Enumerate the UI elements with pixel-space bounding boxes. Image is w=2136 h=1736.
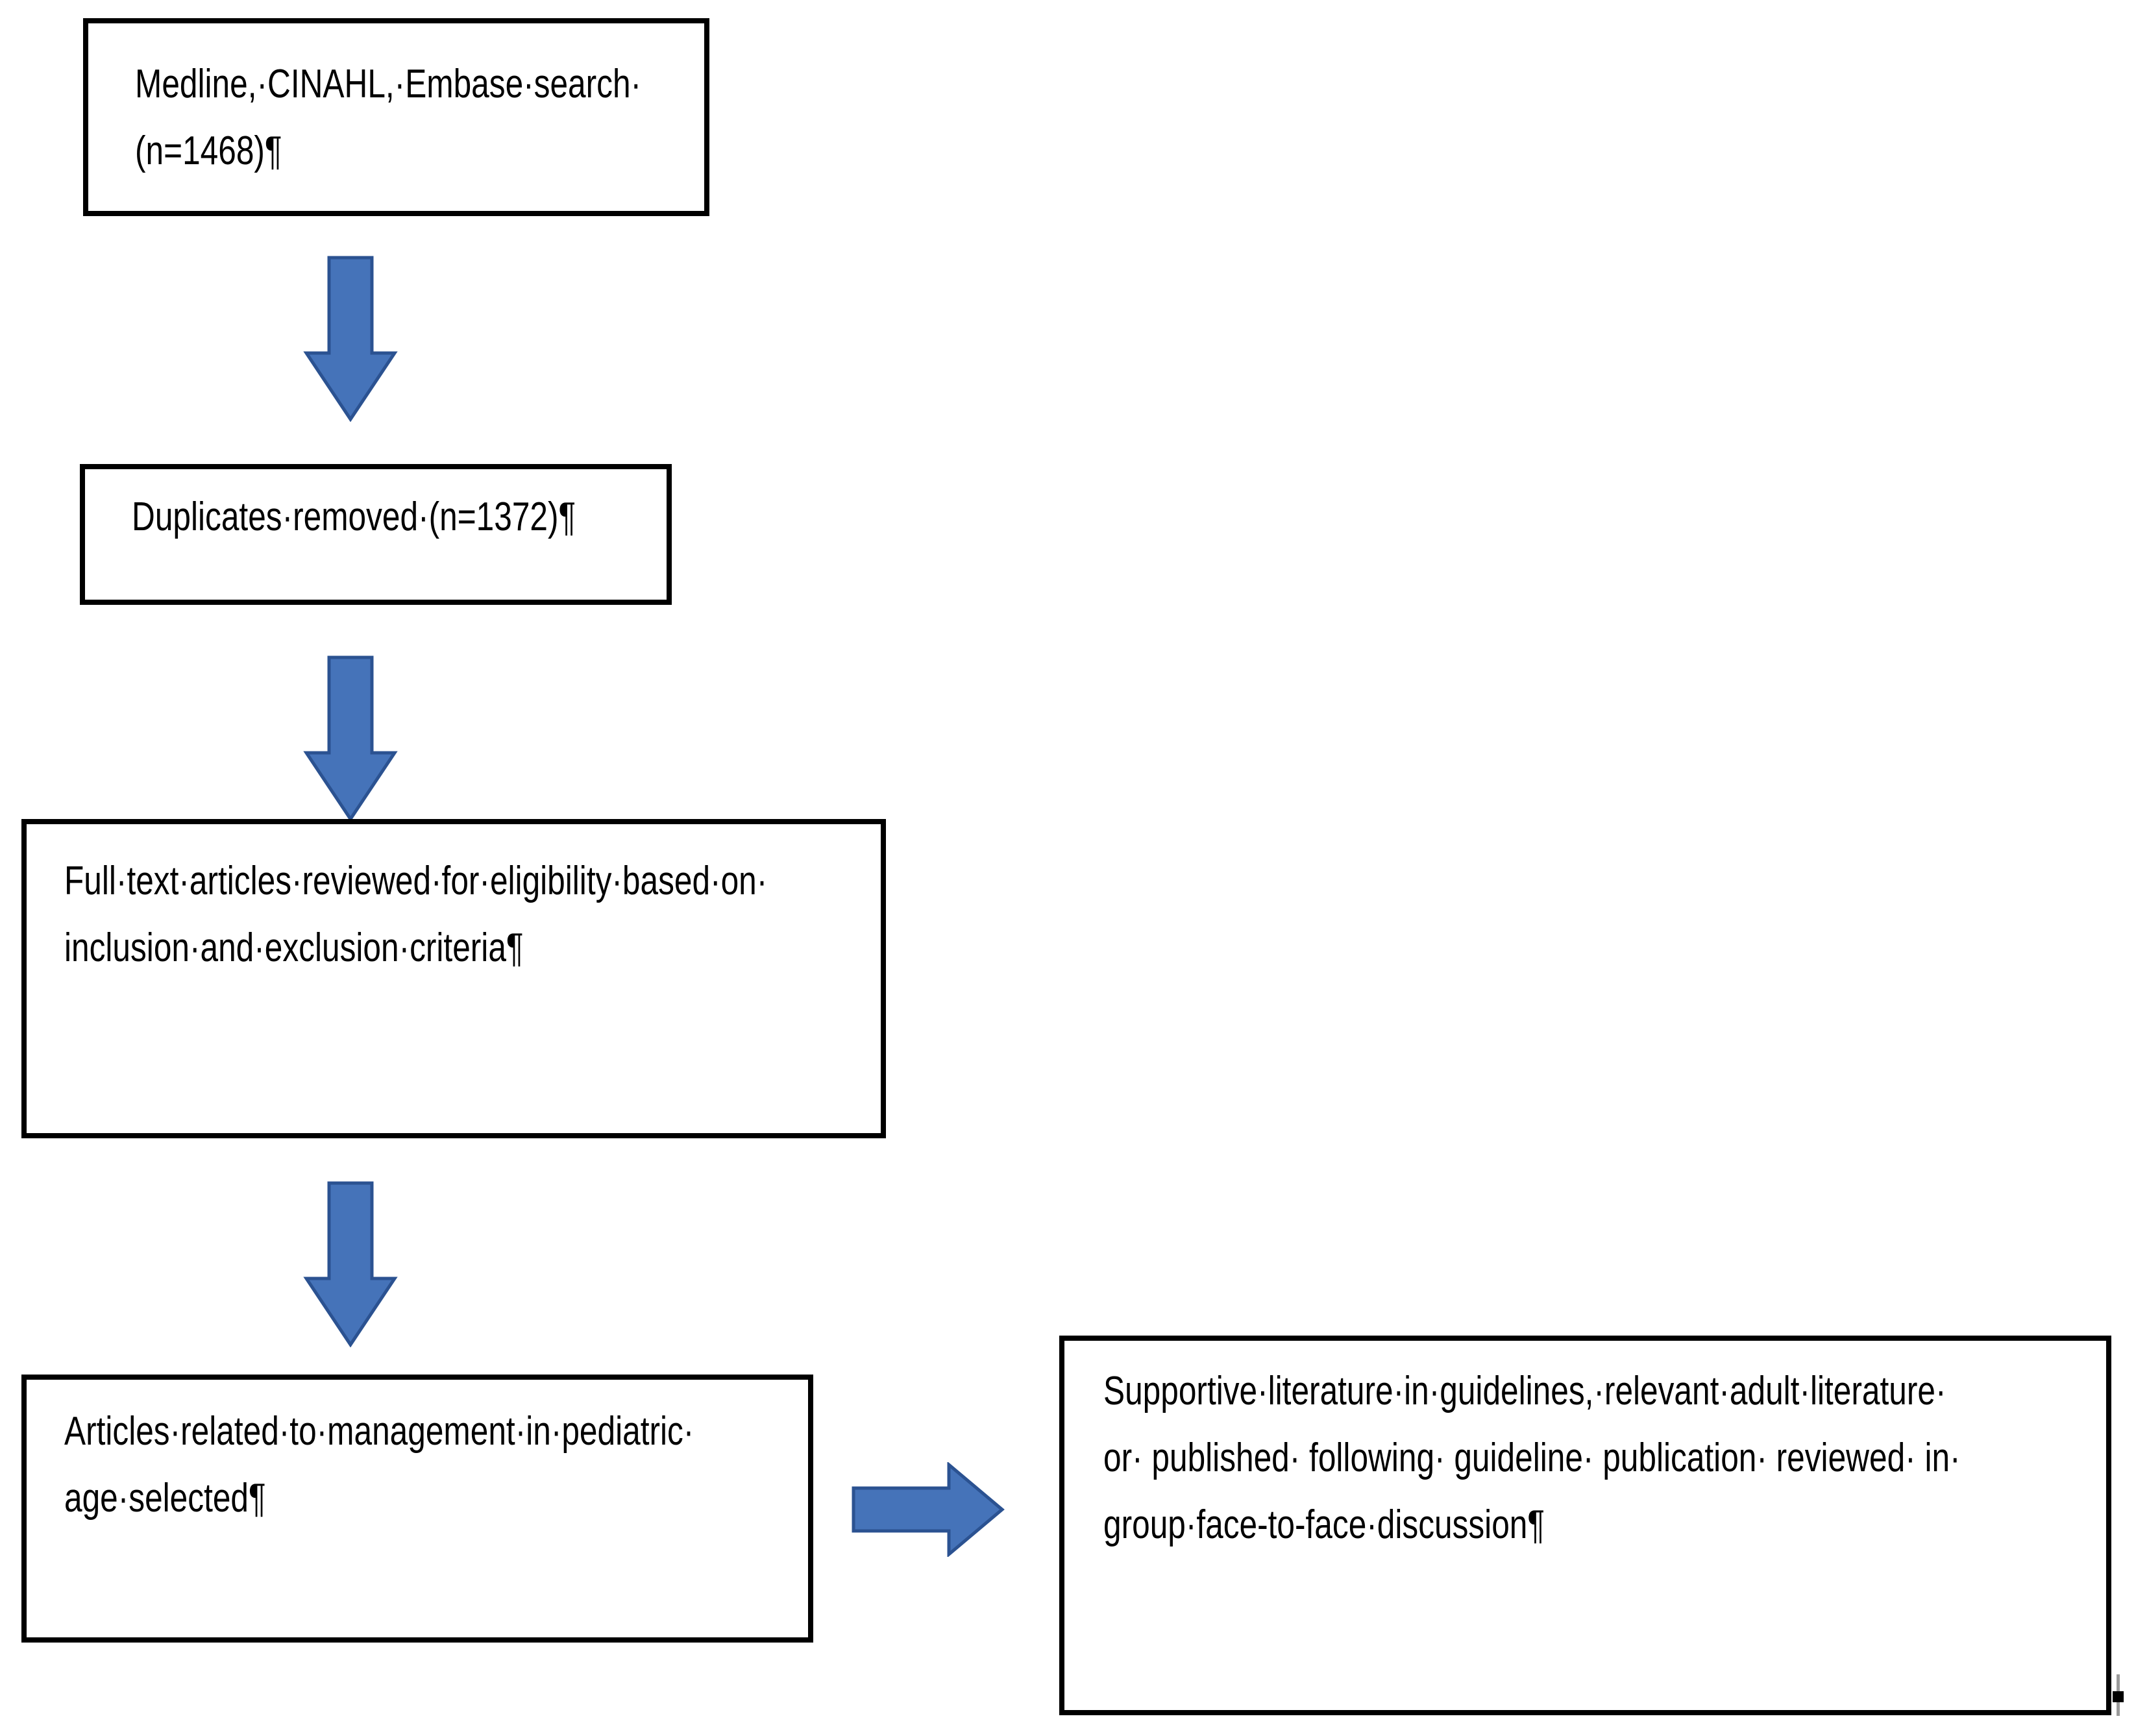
flow-box-line: Duplicates·removed·(n=1372)¶ [132, 495, 576, 539]
flow-arrow-2 [286, 655, 415, 822]
down-arrow-icon [303, 1181, 398, 1347]
down-arrow-icon [303, 256, 398, 422]
flow-arrow-4 [852, 1462, 1005, 1557]
flow-box-line: group·face-to-face·discussion¶ [1103, 1502, 1545, 1547]
flow-box-line: or· published· following· guideline· pub… [1103, 1436, 1961, 1480]
flow-box-pediatric-selected: Articles·related·to·management·in·pediat… [21, 1375, 813, 1643]
flow-box-line: Full·text·articles·reviewed·for·eligibil… [64, 859, 768, 903]
flow-box-line: (n=1468)¶ [135, 128, 282, 173]
down-arrow-icon [303, 655, 398, 822]
flow-box-line: Supportive·literature·in·guidelines,·rel… [1103, 1369, 1946, 1413]
flow-box-line: age·selected¶ [64, 1476, 266, 1521]
flow-box-search: Medline,·CINAHL,·Embase·search· (n=1468)… [83, 18, 709, 216]
flow-box-duplicates-removed: Duplicates·removed·(n=1372)¶ [80, 464, 672, 605]
flow-box-full-text-review: Full·text·articles·reviewed·for·eligibil… [21, 819, 886, 1138]
flow-box-line: inclusion·and·exclusion·criteria¶ [64, 925, 524, 970]
flow-box-supportive-literature: Supportive·literature·in·guidelines,·rel… [1059, 1336, 2111, 1715]
right-arrow-icon [852, 1462, 1005, 1557]
resize-handle-nub-artifact [2113, 1691, 2124, 1702]
flow-box-line: Medline,·CINAHL,·Embase·search· [135, 62, 642, 106]
flow-arrow-1 [286, 256, 415, 422]
flow-arrow-3 [286, 1181, 415, 1347]
flow-box-line: Articles·related·to·management·in·pediat… [64, 1409, 694, 1454]
